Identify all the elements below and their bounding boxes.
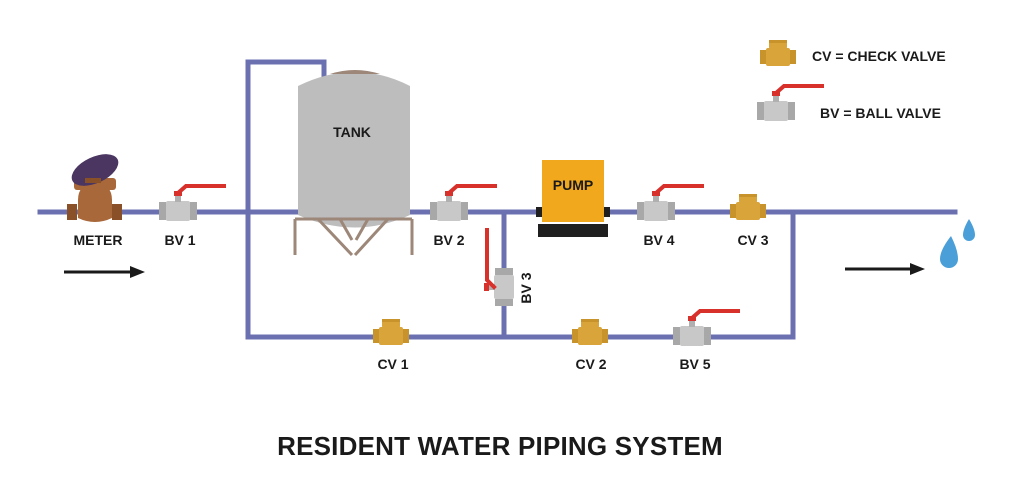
tank-inlet-pipe — [245, 59, 327, 215]
bv3-label: BV 3 — [518, 272, 534, 303]
bv1-label: BV 1 — [164, 232, 195, 248]
cv1-label: CV 1 — [377, 356, 408, 372]
tank — [293, 70, 414, 257]
ball-valve-bv3 — [484, 268, 514, 306]
bv5-label: BV 5 — [679, 356, 710, 372]
diagram-title: RESIDENT WATER PIPING SYSTEM — [277, 431, 723, 461]
legend-ball-valve-icon — [755, 84, 824, 123]
tank-stand — [293, 217, 414, 257]
legend: CV = CHECK VALVE BV = BALL VALVE — [755, 40, 946, 123]
pump-label: PUMP — [553, 177, 593, 193]
ball-valve-bv4 — [635, 184, 704, 223]
ball-valve-bv2 — [428, 184, 497, 223]
bv3-handle — [485, 228, 497, 290]
bv2-label: BV 2 — [433, 232, 464, 248]
water-drops-icon — [940, 219, 975, 268]
meter-label: METER — [74, 232, 123, 248]
check-valve-cv1 — [373, 319, 409, 345]
legend-check-valve-icon — [760, 40, 796, 66]
legend-ball-valve-text: BV = BALL VALVE — [820, 105, 941, 121]
ball-valve-bv1 — [157, 184, 226, 223]
flow-arrow-left — [64, 266, 145, 278]
ball-valve-bv5 — [671, 309, 740, 348]
bv4-label: BV 4 — [643, 232, 674, 248]
check-valve-cv3 — [730, 194, 766, 220]
check-valve-cv2 — [572, 319, 608, 345]
flow-arrow-right — [845, 263, 925, 275]
legend-check-valve-text: CV = CHECK VALVE — [812, 48, 946, 64]
meter — [67, 154, 122, 222]
pump — [536, 160, 610, 237]
cv3-label: CV 3 — [737, 232, 768, 248]
cv2-label: CV 2 — [575, 356, 606, 372]
bypass-pipe — [245, 209, 796, 340]
tank-label: TANK — [333, 124, 371, 140]
